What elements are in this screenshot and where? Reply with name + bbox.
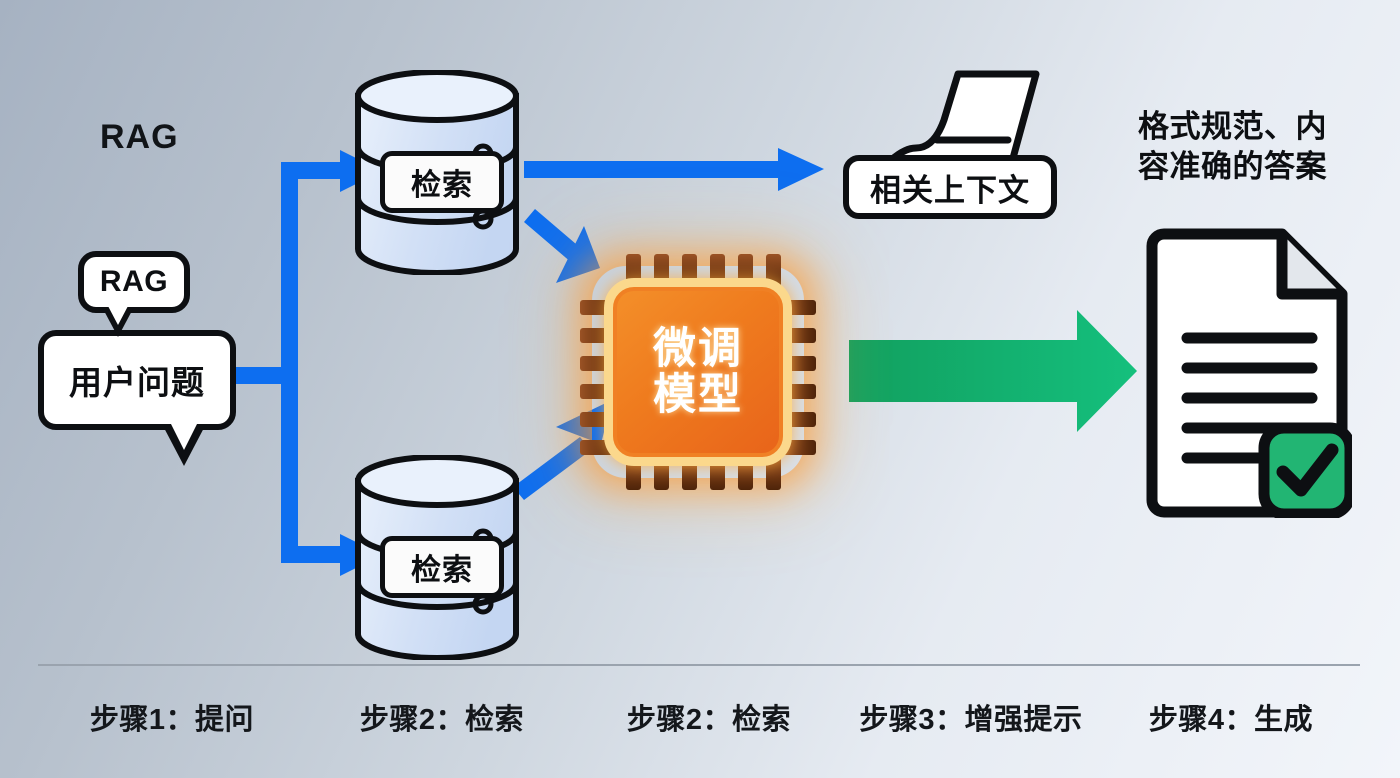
- steps-legend: 步骤1：提问 步骤2：检索 步骤2：检索 步骤3：增强提示 步骤4：生成: [38, 686, 1360, 748]
- footer-divider: [38, 664, 1360, 666]
- database-label: 检索: [411, 169, 473, 202]
- blue-arrow-to-context: [524, 148, 824, 191]
- blue-arrow-db1-to-chip: [524, 209, 600, 283]
- answer-heading: 格式规范、内 容准确的答案: [1138, 107, 1388, 186]
- step-label-2: 步骤2：检索: [359, 704, 525, 736]
- page-title: RAG: [100, 118, 179, 156]
- step-label-5: 步骤4：生成: [1148, 704, 1314, 736]
- context-label-box[interactable]: 相关上下文: [843, 155, 1057, 219]
- database-label-box: 检索: [380, 536, 504, 598]
- user-question-label: 用户问题: [69, 364, 205, 401]
- blue-branch-arrows: [236, 150, 382, 576]
- chip-body: 微调 模型: [604, 278, 792, 466]
- document-check-icon[interactable]: [1142, 228, 1352, 518]
- chip-label-line1: 微调: [653, 324, 743, 373]
- database-label: 检索: [411, 554, 473, 587]
- green-result-arrow: [849, 310, 1137, 432]
- context-label: 相关上下文: [870, 172, 1030, 208]
- step-label-1: 步骤1：提问: [89, 704, 255, 736]
- user-question-bubble[interactable]: 用户问题: [38, 330, 236, 466]
- rag-tag-bubble[interactable]: RAG: [78, 251, 190, 337]
- database-label-box: 检索: [380, 151, 504, 213]
- bubble-tail-inner: [170, 422, 198, 450]
- cpu-chip-icon[interactable]: 微调 模型: [578, 252, 818, 492]
- bubble-tail-inner: [108, 306, 128, 325]
- answer-heading-line1: 格式规范、内: [1138, 109, 1327, 144]
- chip-label-line2: 模型: [653, 371, 743, 419]
- rag-tag-label: RAG: [99, 265, 169, 298]
- answer-heading-line2: 容准确的答案: [1138, 148, 1327, 184]
- step-label-4: 步骤3：增强提示: [859, 704, 1083, 736]
- step-label-3: 步骤2：检索: [626, 704, 792, 736]
